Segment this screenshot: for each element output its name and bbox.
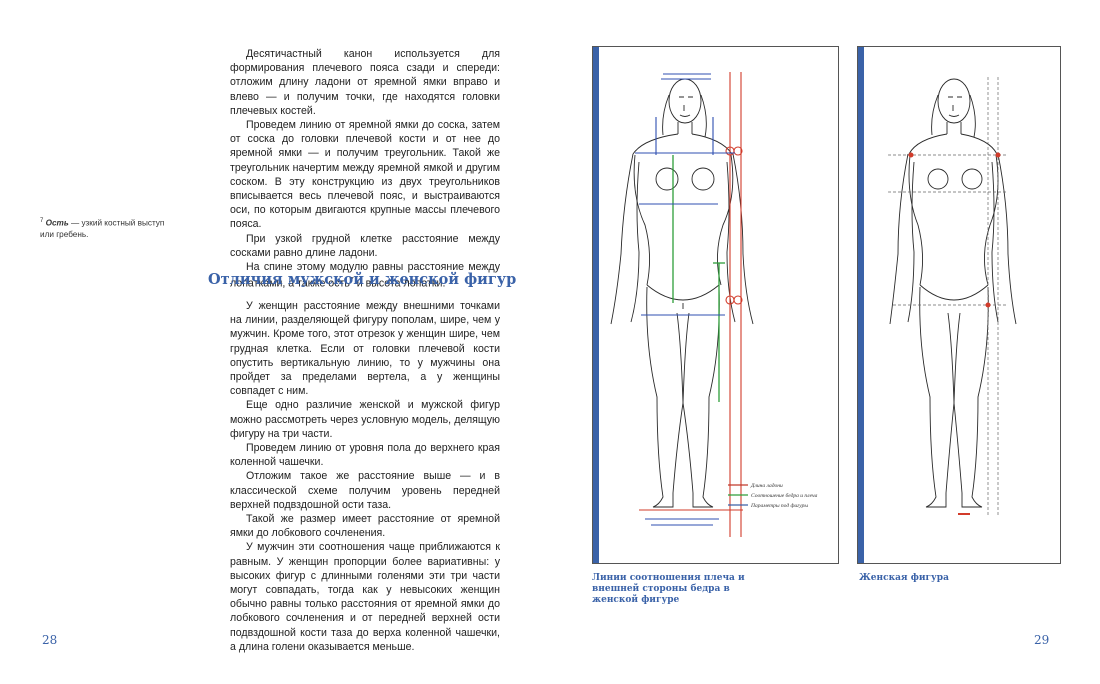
page-number-right: 29 [1034, 633, 1050, 647]
blue-measure-lines [635, 73, 735, 526]
footnote-reference[interactable]: 7 [349, 277, 354, 285]
figure-outline [610, 78, 754, 508]
female-figure-drawing [888, 77, 1017, 517]
figure-accent-bar [858, 47, 864, 563]
footnote-text: — узкий костный выступ или гребень. [40, 218, 165, 239]
paragraph: У женщин расстояние между внешними точка… [230, 300, 500, 398]
paragraph: Проведем линию от уровня пола до верхнег… [230, 442, 500, 469]
red-measure-lines [639, 72, 743, 537]
body-text-top: Десятичастный канон используется для фор… [230, 47, 500, 291]
figure-caption-2: Женская фигура [859, 573, 949, 583]
paragraph: Проведем линию от яремной ямки до соска,… [230, 119, 500, 231]
figure-proportion-lines: Длина ладони Соотношение бедра и плеча П… [592, 46, 839, 564]
figure-outline [889, 78, 1017, 508]
legend-item: Соотношение бедра и плеча [751, 492, 818, 499]
paragraph-text-tail: и высота лопатки. [353, 277, 446, 290]
figure-female [857, 46, 1061, 564]
footnote: 7 Ость — узкий костный выступ или гребен… [40, 216, 170, 240]
left-page: Десятичастный канон используется для фор… [40, 47, 517, 654]
page-number-left: 28 [42, 633, 58, 647]
figure-caption-1: Линии соотношения плеча и внешней сторон… [592, 573, 745, 605]
legend-item: Параметры под фигуры [750, 502, 808, 509]
paragraph: При узкой грудной клетке расстояние межд… [230, 232, 500, 259]
paragraph-text: На спине этому модулю равны расстояние м… [230, 261, 500, 290]
paragraph: Десятичастный канон используется для фор… [230, 48, 500, 117]
right-page: Длина ладони Соотношение бедра и плеча П… [550, 0, 1100, 684]
legend-item: Длина ладони [750, 482, 783, 489]
figure-accent-bar [593, 47, 599, 563]
section-heading: Отличия мужской и женской фигур [208, 271, 517, 288]
figure-legend: Длина ладони Соотношение бедра и плеча П… [728, 482, 818, 509]
paragraph: У мужчин эти соотношения чаще приближают… [230, 541, 500, 653]
paragraph: Еще одно различие женской и мужской фигу… [230, 399, 500, 440]
footnote-mark: 7 [40, 218, 44, 224]
female-figure-drawing-annotated: Длина ладони Соотношение бедра и плеча П… [610, 72, 818, 537]
green-measure-lines [672, 155, 725, 402]
guide-lines [888, 77, 1008, 517]
red-marker-points [908, 152, 1001, 515]
paragraph: Отложим такое же расстояние выше — и в к… [230, 470, 500, 511]
paragraph: На спине этому модулю равны расстояние м… [230, 260, 500, 291]
paragraph: Такой же размер имеет расстояние от ярем… [230, 513, 500, 540]
footnote-term: Ость [45, 218, 69, 228]
body-text-bottom: У женщин расстояние между внешними точка… [230, 299, 500, 654]
